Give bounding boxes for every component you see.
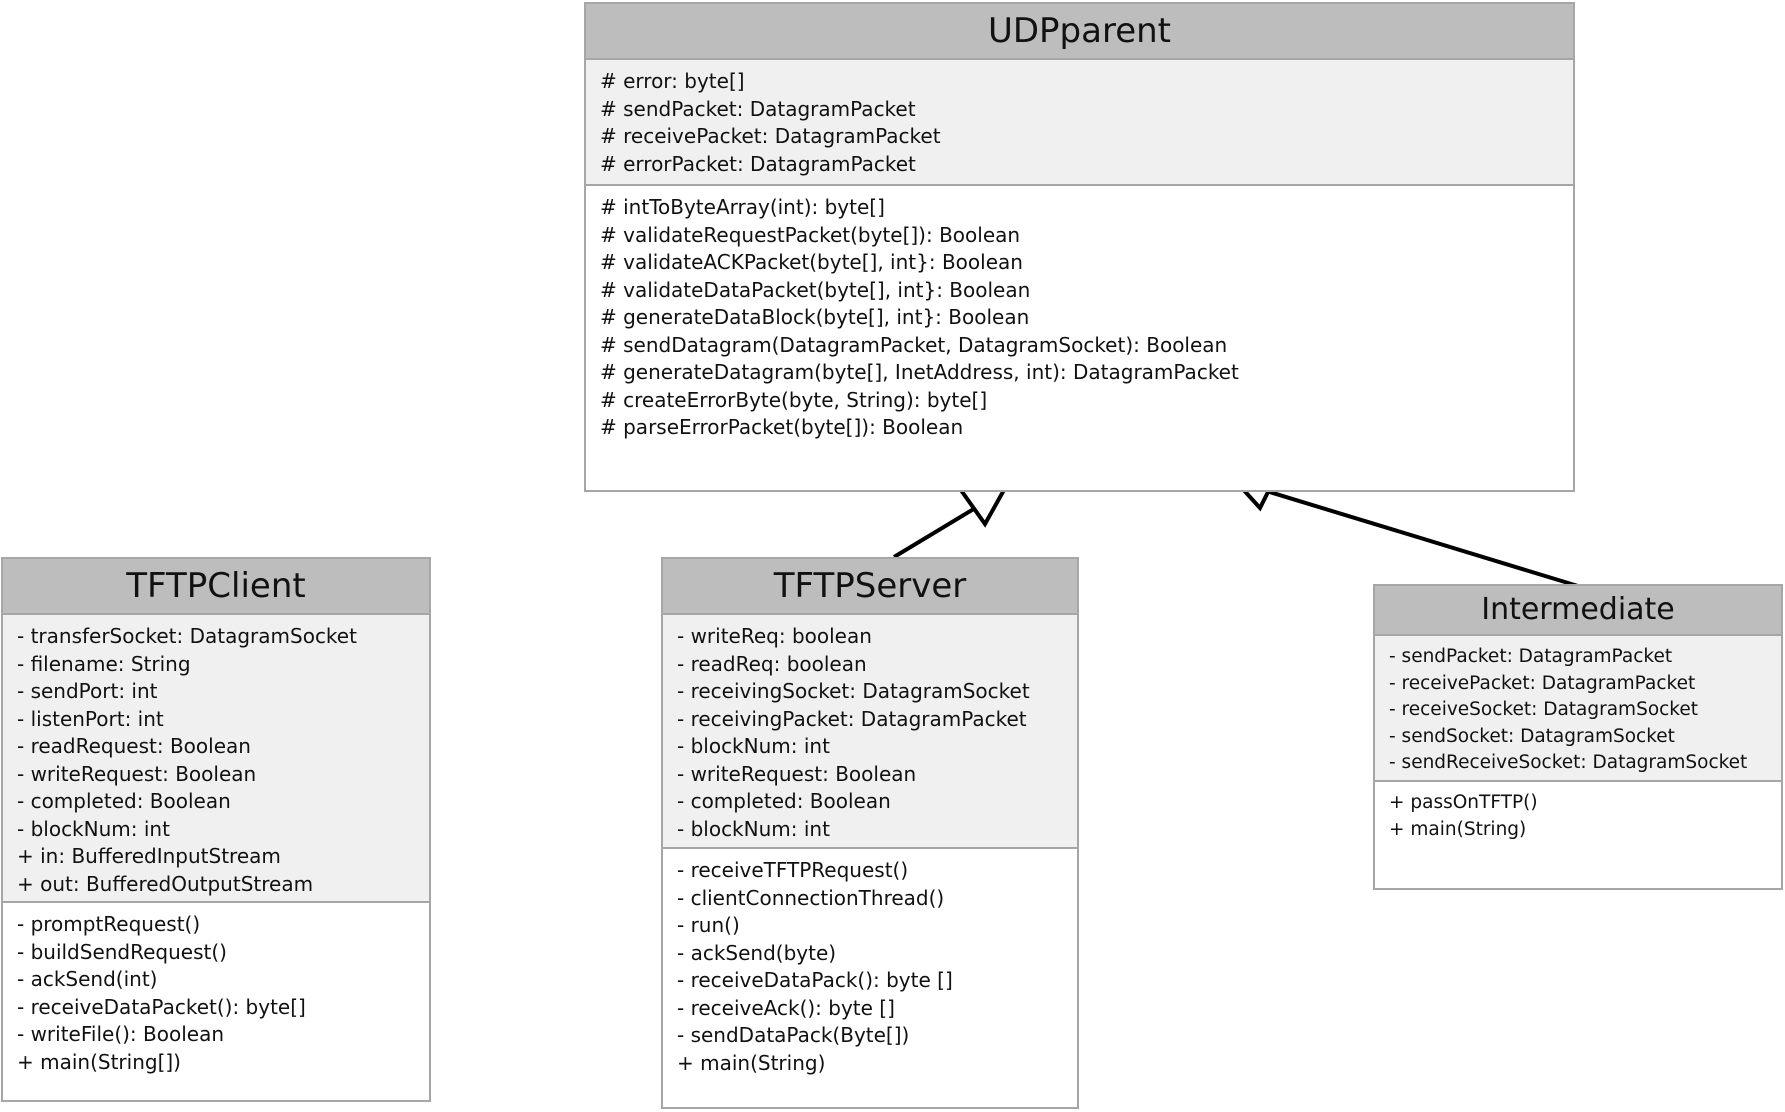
method: # generateDataBlock(byte[], int}: Boolea… (600, 305, 1030, 329)
method: - run() (677, 913, 740, 937)
method: # validateRequestPacket(byte[]): Boolean (600, 222, 1021, 247)
methods-udpparent: # intToByteArray(int): byte[] # validate… (586, 186, 1573, 448)
class-tftpserver[interactable]: TFTPServer - writeReq: boolean - readReq… (661, 557, 1079, 1109)
attribute: - blockNum: int (17, 816, 170, 841)
method: + main(String[]) (17, 1049, 181, 1074)
attribute: # errorPacket: DatagramPacket (600, 151, 916, 176)
method: - promptRequest() (17, 912, 201, 936)
attribute: - receiveSocket: DatagramSocket (1389, 699, 1698, 720)
attribute: - sendReceiveSocket: DatagramSocket (1389, 752, 1748, 773)
method: - receiveTFTPRequest() (677, 858, 909, 882)
method: # validateACKPacket(byte[], int}: Boolea… (600, 250, 1023, 274)
attribute: - receivingPacket: DatagramPacket (677, 706, 1027, 731)
attributes-intermediate: - sendPacket: DatagramPacket - receivePa… (1375, 636, 1781, 782)
class-name-intermediate: Intermediate (1375, 586, 1781, 636)
methods-intermediate: + passOnTFTP() + main(String) (1375, 782, 1781, 849)
attribute: + out: BufferedOutputStream (17, 871, 314, 896)
class-name-tftpserver: TFTPServer (663, 559, 1077, 615)
class-name-tftpclient: TFTPClient (3, 559, 429, 615)
method: - receiveAck(): byte [] (677, 995, 895, 1020)
generalization-line-intermediate (1262, 488, 1579, 588)
class-udpparent[interactable]: UDPparent # error: byte[] # sendPacket: … (584, 2, 1575, 492)
attribute: # receivePacket: DatagramPacket (600, 124, 941, 148)
attribute: # error: byte[] (600, 69, 745, 93)
attribute: - sendPacket: DatagramPacket (1389, 646, 1673, 667)
class-name-udpparent: UDPparent (586, 4, 1573, 60)
method: - writeFile(): Boolean (17, 1022, 225, 1046)
attribute: - receivePacket: DatagramPacket (1389, 672, 1696, 694)
method: # intToByteArray(int): byte[] (600, 195, 885, 219)
methods-tftpserver: - receiveTFTPRequest() - clientConnectio… (663, 849, 1077, 1083)
attribute: + in: BufferedInputStream (17, 844, 281, 868)
method: - ackSend(int) (17, 967, 158, 991)
method: - buildSendRequest() (17, 939, 227, 964)
method: # sendDatagram(DatagramPacket, DatagramS… (600, 332, 1228, 357)
attributes-udpparent: # error: byte[] # sendPacket: DatagramPa… (586, 60, 1573, 186)
method: # parseErrorPacket(byte[]): Boolean (600, 415, 964, 439)
class-tftpclient[interactable]: TFTPClient - transferSocket: DatagramSoc… (1, 557, 431, 1102)
methods-tftpclient: - promptRequest() - buildSendRequest() -… (3, 903, 429, 1082)
attribute: - sendSocket: DatagramSocket (1389, 725, 1675, 747)
method: - clientConnectionThread() (677, 885, 945, 910)
method: - receiveDataPack(): byte [] (677, 968, 953, 992)
method: + main(String) (677, 1050, 826, 1075)
method: + main(String) (1389, 818, 1527, 840)
attribute: # sendPacket: DatagramPacket (600, 96, 916, 121)
method: - ackSend(byte) (677, 940, 837, 965)
class-intermediate[interactable]: Intermediate - sendPacket: DatagramPacke… (1373, 584, 1783, 890)
attribute: - filename: String (17, 651, 191, 676)
attribute: - readReq: boolean (677, 651, 867, 676)
method: # generateDatagram(byte[], InetAddress, … (600, 360, 1239, 384)
attributes-tftpclient: - transferSocket: DatagramSocket - filen… (3, 615, 429, 903)
attribute: - completed: Boolean (677, 789, 891, 813)
attribute: - receivingSocket: DatagramSocket (677, 679, 1030, 703)
method: + passOnTFTP() (1389, 792, 1538, 813)
method: - sendDataPack(Byte[]) (677, 1023, 910, 1047)
attribute: - completed: Boolean (17, 789, 231, 813)
attribute: - writeRequest: Boolean (17, 761, 257, 786)
attribute: - writeRequest: Boolean (677, 761, 917, 786)
attributes-tftpserver: - writeReq: boolean - readReq: boolean -… (663, 615, 1077, 849)
attribute: - blockNum: int (677, 734, 830, 758)
attribute: - readRequest: Boolean (17, 734, 251, 758)
method: # createErrorByte(byte, String): byte[] (600, 387, 988, 412)
attribute: - transferSocket: DatagramSocket (17, 624, 357, 648)
attribute: - blockNum: int (677, 816, 830, 841)
method: # validateDataPacket(byte[], int}: Boole… (600, 277, 1031, 302)
generalization-line-tftpserver (892, 502, 984, 559)
attribute: - sendPort: int (17, 679, 158, 703)
attribute: - listenPort: int (17, 706, 164, 731)
method: - receiveDataPacket(): byte[] (17, 994, 306, 1019)
attribute: - writeReq: boolean (677, 624, 872, 648)
